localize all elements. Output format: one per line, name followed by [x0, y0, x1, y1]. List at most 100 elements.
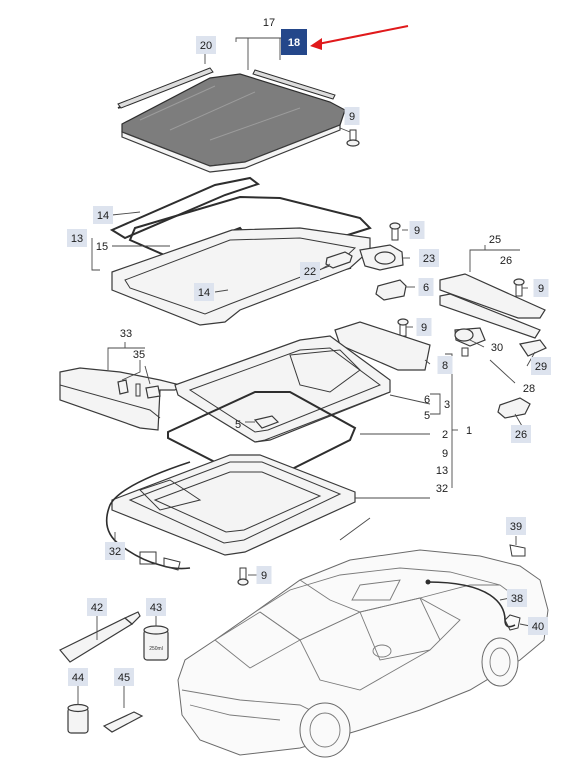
callout-number: 22 — [304, 266, 316, 278]
callout-6: 6 — [418, 278, 434, 296]
frame-assembly — [167, 335, 391, 481]
callout-box — [533, 279, 549, 297]
callout-number: 5 — [424, 410, 430, 422]
callout-number: 32 — [109, 546, 121, 558]
callout-number: 14 — [97, 210, 109, 222]
callout-number: 17 — [263, 17, 275, 29]
callout-40: 40 — [528, 617, 548, 635]
callout-number: 39 — [510, 521, 522, 533]
callout-45: 45 — [114, 668, 134, 686]
callout-box — [281, 29, 307, 55]
callout-number: 1 — [466, 425, 472, 437]
callout-44: 44 — [68, 668, 88, 686]
bracket-6 — [375, 279, 407, 301]
callout-box — [93, 206, 113, 224]
callout-1: 1 — [466, 425, 472, 437]
callout-32: 32 — [436, 483, 448, 495]
callout-number: 6 — [424, 394, 430, 406]
seal-frames — [109, 176, 372, 326]
callout-14: 14 — [194, 283, 214, 301]
callout-38: 38 — [507, 589, 527, 607]
callout-number: 9 — [261, 570, 267, 582]
callout-25: 25 — [489, 234, 501, 246]
callout-number: 43 — [150, 602, 162, 614]
callout-number: 38 — [511, 593, 523, 605]
callout-box — [531, 357, 551, 375]
callout-15: 15 — [96, 241, 108, 253]
callout-42: 42 — [87, 598, 107, 616]
callout-number: 15 — [96, 241, 108, 253]
callout-box — [419, 249, 439, 267]
callout-32: 32 — [105, 542, 125, 560]
callout-30: 30 — [491, 342, 503, 354]
callout-5: 5 — [235, 419, 241, 431]
sunroof-glass-panel — [117, 67, 346, 173]
callout-number: 13 — [436, 465, 448, 477]
callout-28: 28 — [523, 383, 535, 395]
callout-box — [528, 617, 548, 635]
callout-17: 17 — [263, 17, 275, 29]
callout-box — [409, 221, 425, 239]
callout-number: 2 — [442, 429, 448, 441]
callout-number: 9 — [421, 322, 427, 334]
callout-labels: 1718209141315142223925269698302928263335… — [67, 17, 551, 686]
bolt-9-glass — [346, 129, 360, 147]
callout-number: 14 — [198, 287, 210, 299]
callout-number: 20 — [200, 40, 212, 52]
callout-26: 26 — [500, 255, 512, 267]
callout-number: 13 — [71, 233, 83, 245]
callout-box — [437, 356, 453, 374]
callout-2: 2 — [442, 429, 448, 441]
callout-number: 18 — [288, 37, 300, 49]
callout-box — [300, 262, 320, 280]
callout-13: 13 — [67, 229, 87, 247]
callout-number: 28 — [523, 383, 535, 395]
callout-box — [87, 598, 107, 616]
callout-box — [146, 598, 166, 616]
callout-20: 20 — [196, 36, 216, 54]
vehicle-illustration — [177, 544, 549, 758]
callout-number: 45 — [118, 672, 130, 684]
bracket-5 — [253, 415, 280, 429]
callout-box — [194, 283, 214, 301]
callout-9: 9 — [344, 107, 360, 125]
accessories: 250ml — [59, 611, 169, 734]
roof-frame — [111, 454, 356, 556]
callout-box — [416, 318, 432, 336]
callout-3: 3 — [444, 399, 450, 411]
callout-22: 22 — [300, 262, 320, 280]
callout-18: 18 — [281, 29, 307, 55]
callout-8: 8 — [437, 356, 453, 374]
callout-number: 42 — [91, 602, 103, 614]
callout-box — [511, 425, 531, 443]
callout-box — [114, 668, 134, 686]
drain-valve-39 — [509, 544, 526, 557]
bolt-9-bottom — [237, 567, 249, 586]
callout-9: 9 — [442, 448, 448, 460]
rails-right — [439, 273, 547, 419]
callout-39: 39 — [506, 517, 526, 535]
callout-26: 26 — [511, 425, 531, 443]
callout-number: 29 — [535, 361, 547, 373]
callout-33: 33 — [120, 328, 132, 340]
callout-number: 25 — [489, 234, 501, 246]
callout-box — [506, 517, 526, 535]
callout-box — [105, 542, 125, 560]
callout-box — [196, 36, 216, 54]
callout-9: 9 — [533, 279, 549, 297]
highlight-arrow — [310, 25, 409, 50]
callout-box — [418, 278, 434, 296]
callout-43: 43 — [146, 598, 166, 616]
callout-box — [344, 107, 360, 125]
callout-number: 3 — [444, 399, 450, 411]
callout-number: 9 — [538, 283, 544, 295]
callout-number: 6 — [423, 282, 429, 294]
trim-33 — [59, 367, 182, 431]
callout-number: 8 — [442, 360, 448, 372]
callout-number: 35 — [133, 349, 145, 361]
callout-14: 14 — [93, 206, 113, 224]
callout-box — [67, 229, 87, 247]
callout-number: 5 — [235, 419, 241, 431]
callout-23: 23 — [419, 249, 439, 267]
